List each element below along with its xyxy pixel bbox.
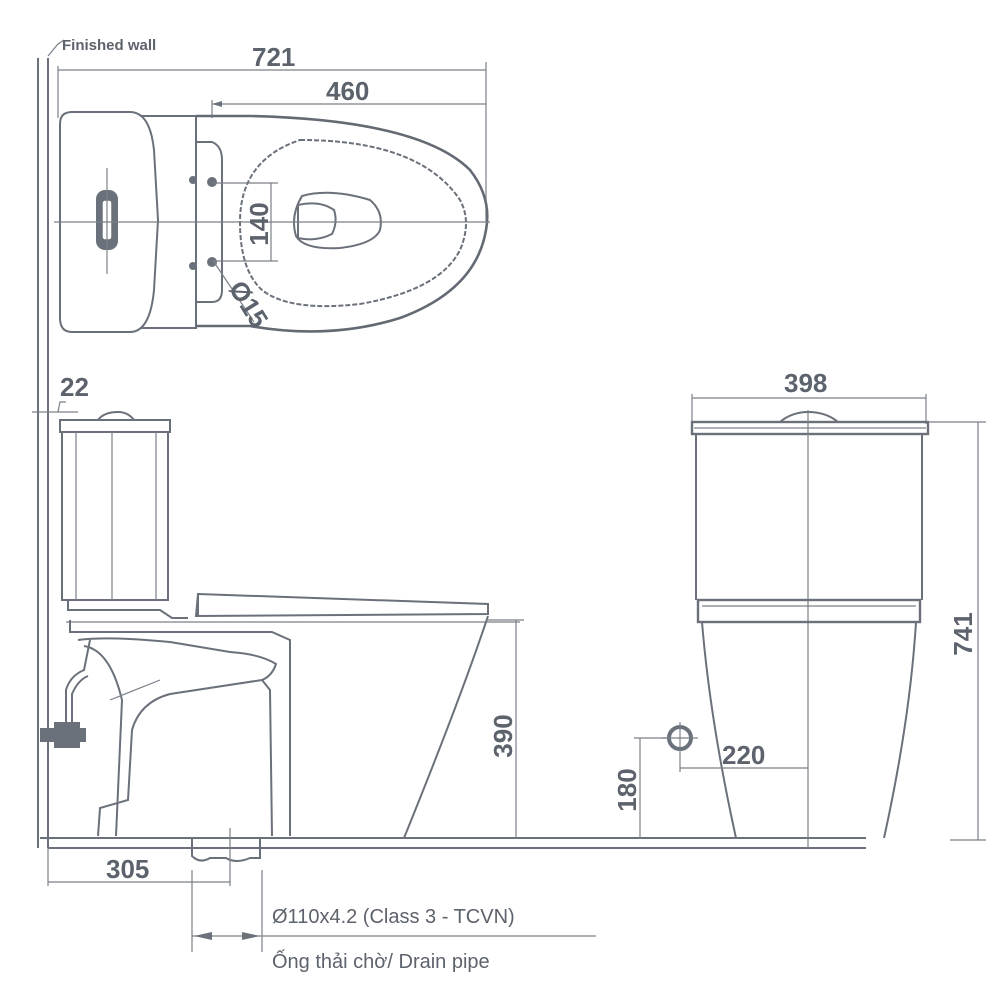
finished-wall-label: Finished wall — [62, 37, 156, 54]
side-view: 22 390 — [32, 372, 866, 973]
front-view: 398 741 180 220 — [612, 368, 986, 848]
dim-width: 398 — [784, 368, 827, 398]
dim-drain-offset: 305 — [106, 854, 149, 884]
dim-bowl-length: 460 — [326, 76, 369, 106]
drain-pipe-spec: Ø110x4.2 (Class 3 - TCVN) — [272, 906, 515, 928]
dim-seat-hole-diameter: Ø15 — [223, 275, 274, 333]
dim-seat-hole-spacing: 140 — [244, 202, 274, 245]
dim-overall-length: 721 — [252, 42, 295, 72]
dim-bowl-height: 390 — [488, 714, 518, 757]
top-view: 721 460 140 Ø15 — [54, 42, 490, 333]
finished-wall: Finished wall — [37, 37, 156, 848]
dim-total-height: 741 — [948, 612, 978, 655]
dim-inlet-offset: 220 — [722, 740, 765, 770]
drain-pipe-label: Ống thải chờ/ Drain pipe — [272, 949, 490, 973]
water-inlet-icon — [662, 722, 698, 772]
dim-inlet-height: 180 — [612, 768, 642, 811]
dim-tank-wall-gap: 22 — [60, 372, 89, 402]
